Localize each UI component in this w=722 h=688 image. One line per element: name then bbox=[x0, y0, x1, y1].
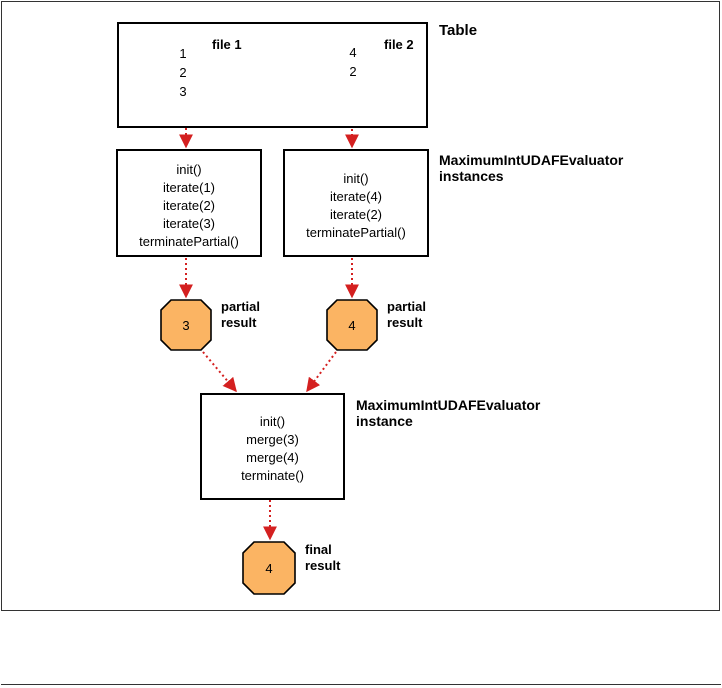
partial-left-label-line1: partial bbox=[221, 299, 261, 314]
right-evaluator-box: init() iterate(4) iterate(2) terminatePa… bbox=[283, 149, 429, 257]
partial-left-label-line2: result bbox=[221, 315, 257, 330]
arrow-left-partial-to-merger bbox=[202, 351, 237, 393]
merger-box: init() merge(3) merge(4) terminate() bbox=[200, 393, 345, 500]
final-value: 4 bbox=[265, 561, 273, 576]
partial-right-label-line2: result bbox=[387, 315, 423, 330]
file1-value: 2 bbox=[179, 65, 187, 80]
file2-value: 2 bbox=[349, 64, 357, 79]
table-box bbox=[117, 22, 428, 128]
final-token bbox=[242, 541, 296, 595]
bottom-rule bbox=[1, 684, 721, 685]
method-call: merge(3) bbox=[246, 432, 299, 447]
method-call: iterate(1) bbox=[162, 180, 216, 195]
file2-label: file 2 bbox=[384, 37, 414, 52]
method-call: merge(4) bbox=[246, 450, 299, 465]
method-call: init() bbox=[343, 171, 369, 186]
file1-value: 1 bbox=[179, 46, 187, 61]
merger-calls: init() merge(3) merge(4) terminate() bbox=[202, 413, 343, 485]
method-call: init() bbox=[176, 162, 202, 177]
evaluators-label-line1: MaximumIntUDAFEvaluator bbox=[439, 152, 624, 168]
merger-label-line2: instance bbox=[356, 413, 413, 429]
file2-value: 4 bbox=[349, 45, 357, 60]
evaluators-label-line2: instances bbox=[439, 168, 504, 184]
method-call: terminatePartial() bbox=[306, 225, 406, 240]
method-call: iterate(3) bbox=[162, 216, 216, 231]
partial-right-value: 4 bbox=[348, 318, 356, 333]
method-call: terminatePartial() bbox=[139, 234, 239, 249]
figure-frame bbox=[1, 1, 720, 611]
method-call: iterate(2) bbox=[329, 207, 383, 222]
evaluators-label: MaximumIntUDAFEvaluator instances bbox=[439, 152, 623, 184]
file1-values: 1 2 3 bbox=[161, 44, 205, 101]
file2-values: 4 2 bbox=[331, 43, 375, 81]
partial-right-label-line1: partial bbox=[387, 299, 427, 314]
method-call: init() bbox=[259, 414, 286, 429]
final-label-line1: final bbox=[305, 542, 332, 557]
method-call: terminate() bbox=[241, 468, 304, 483]
merger-label-line1: MaximumIntUDAFEvaluator bbox=[356, 397, 541, 413]
final-label: final result bbox=[305, 542, 340, 574]
partial-left-value: 3 bbox=[182, 318, 190, 333]
method-call: iterate(4) bbox=[329, 189, 383, 204]
file1-value: 3 bbox=[179, 84, 187, 99]
merger-label: MaximumIntUDAFEvaluator instance bbox=[356, 397, 540, 429]
right-evaluator-calls: init() iterate(4) iterate(2) terminatePa… bbox=[285, 170, 427, 242]
partial-left-token bbox=[160, 299, 212, 351]
method-call: iterate(2) bbox=[162, 198, 216, 213]
partial-right-token bbox=[326, 299, 378, 351]
table-label: Table bbox=[439, 22, 478, 39]
partial-right-label: partial result bbox=[387, 299, 426, 331]
left-evaluator-box: init() iterate(1) iterate(2) iterate(3) … bbox=[116, 149, 262, 257]
file1-label: file 1 bbox=[212, 37, 242, 52]
left-evaluator-calls: init() iterate(1) iterate(2) iterate(3) … bbox=[118, 161, 260, 251]
final-label-line2: result bbox=[305, 558, 341, 573]
arrow-right-partial-to-merger bbox=[306, 351, 337, 393]
partial-left-label: partial result bbox=[221, 299, 260, 331]
